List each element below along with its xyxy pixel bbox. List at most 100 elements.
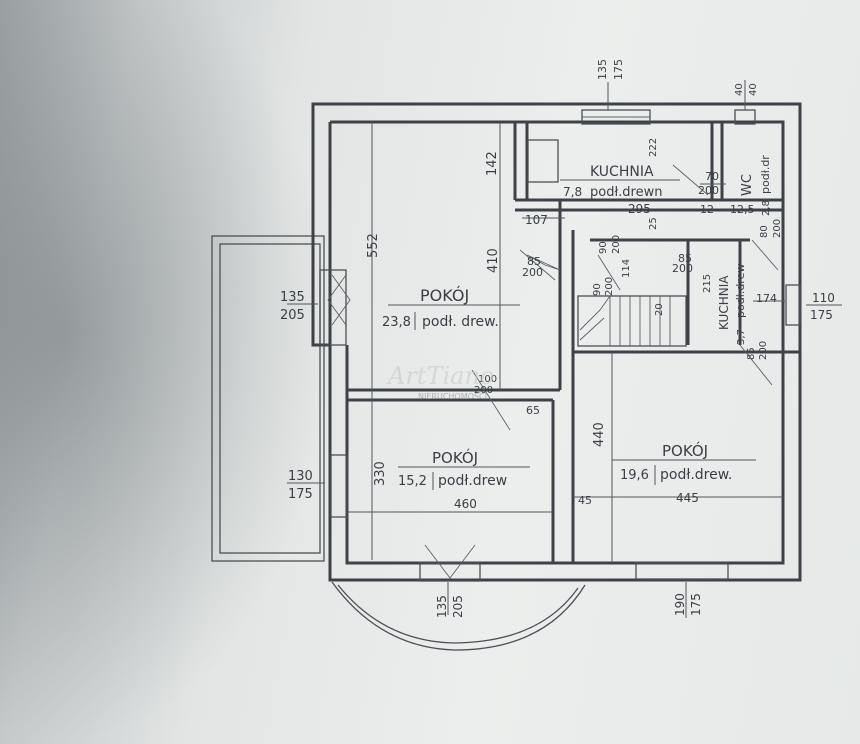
room-floor: podł.drew [734, 264, 747, 318]
room-pokoj-top: POKÓJ 23,8 podł. drew. [382, 286, 520, 330]
door-height: 200 [604, 277, 615, 296]
opening-width: 40 [734, 83, 745, 96]
room-area: 23,8 [382, 315, 411, 330]
door-80: 80 200 [759, 219, 783, 238]
room-area: 19,6 [620, 468, 649, 483]
stairs [577, 295, 687, 347]
windows [319, 109, 801, 582]
balcony [211, 235, 325, 562]
door-left: 135 205 [280, 290, 305, 323]
dim-445: 445 [676, 491, 699, 505]
door-width: 85 [746, 347, 757, 360]
opening-height: 175 [689, 593, 703, 616]
door-90-b: 90 200 [592, 277, 615, 296]
room-floor: podł.drew [438, 473, 507, 489]
window-wc: 40 40 [734, 83, 759, 96]
opening-height: 40 [748, 83, 759, 96]
door-70: 70 200 [698, 170, 726, 197]
opening-height: 175 [810, 308, 833, 322]
watermark: ArtTiano NIERUCHOMOŚCI [386, 362, 494, 401]
door-height: 200 [611, 235, 622, 254]
dim-65: 65 [526, 404, 540, 417]
room-name: KUCHNIA [590, 164, 654, 180]
door-height: 200 [672, 262, 693, 275]
room-kuchnia: KUCHNIA 7,8 podł.drewn [560, 164, 680, 200]
opening-width: 190 [673, 593, 687, 616]
door-85-c: 85 200 [746, 341, 769, 360]
dim-107: 107 [525, 213, 548, 227]
bay-arc [331, 581, 586, 651]
door-height: 200 [758, 341, 769, 360]
door-100: 100 200 [474, 374, 497, 396]
door-height: 200 [522, 266, 543, 279]
room-name: POKÓJ [432, 448, 478, 467]
door-width: 85 [527, 255, 541, 268]
door-height: 200 [474, 385, 493, 396]
room-area: 3,7 [736, 329, 747, 345]
dim-45: 45 [578, 494, 592, 507]
opening-width: 135 [435, 595, 449, 618]
room-area: 7,8 [563, 185, 582, 199]
room-pokoj-right: POKÓJ 19,6 podł.drew. [612, 441, 756, 485]
room-name: WC [740, 174, 755, 196]
room-floor: podł.dr [759, 155, 772, 194]
dim-142: 142 [485, 151, 500, 176]
door-85-a: 85 200 [522, 255, 543, 279]
dim-215: 215 [702, 274, 713, 293]
opening-height: 175 [288, 487, 313, 502]
interior-walls [328, 122, 800, 563]
opening-height: 205 [280, 308, 305, 323]
door-90-a: 90 200 [598, 235, 622, 254]
dim-12-5: 12,5 [730, 203, 755, 216]
door-width: 85 [678, 252, 692, 265]
dim-222: 222 [648, 138, 659, 157]
room-floor: podł.drew. [660, 467, 732, 483]
room-name: POKÓJ [420, 286, 469, 305]
dim-114: 114 [621, 259, 632, 278]
dim-12: 12 [700, 203, 714, 216]
opening-width: 135 [280, 290, 305, 305]
watermark-logo: ArtTiano [386, 362, 494, 390]
room-area: 2,8 [761, 200, 772, 216]
watermark-sub: NIERUCHOMOŚCI [418, 390, 487, 401]
room-name: KUCHNIA [717, 275, 731, 330]
dim-460: 460 [454, 497, 477, 511]
dim-330: 330 [373, 461, 388, 486]
window-bottom: 190 175 [673, 593, 703, 616]
door-85-b: 85 200 [672, 252, 693, 275]
dimension-lines [287, 80, 842, 618]
room-floor: podł. drew. [422, 314, 499, 330]
door-width: 100 [478, 374, 497, 385]
opening-height: 175 [612, 59, 625, 80]
door-width: 90 [598, 241, 609, 254]
dim-295: 295 [628, 202, 651, 216]
dim-174: 174 [756, 292, 777, 305]
opening-height: 205 [451, 595, 465, 618]
door-width: 70 [705, 170, 719, 183]
room-wc: WC podł.dr 2,8 [740, 155, 772, 216]
dim-25: 25 [648, 217, 659, 230]
door-height: 200 [772, 219, 783, 238]
door-height: 200 [698, 184, 719, 197]
dim-20: 20 [654, 303, 665, 316]
door-width: 80 [759, 225, 770, 238]
door-marks [471, 164, 779, 431]
door-width: 90 [592, 283, 603, 296]
outer-walls [311, 102, 802, 582]
dimension-labels: 552 142 410 107 295 12 12,5 222 25 330 4… [366, 138, 777, 511]
dim-410: 410 [486, 248, 501, 273]
room-floor: podł.drewn [590, 185, 662, 200]
window-right: 110 175 [810, 291, 835, 322]
room-pokoj-mid: POKÓJ 15,2 podł.drew [398, 448, 530, 490]
opening-width: 110 [812, 291, 835, 305]
window-top: 135 175 [596, 59, 625, 80]
dim-552: 552 [366, 233, 381, 258]
dim-440: 440 [592, 422, 607, 447]
room-name: POKÓJ [662, 441, 708, 460]
window-left: 130 175 [288, 469, 313, 502]
room-kuchnia-small: KUCHNIA podł.drew 3,7 [717, 264, 747, 345]
opening-width: 130 [288, 469, 313, 484]
opening-width: 135 [596, 59, 609, 80]
